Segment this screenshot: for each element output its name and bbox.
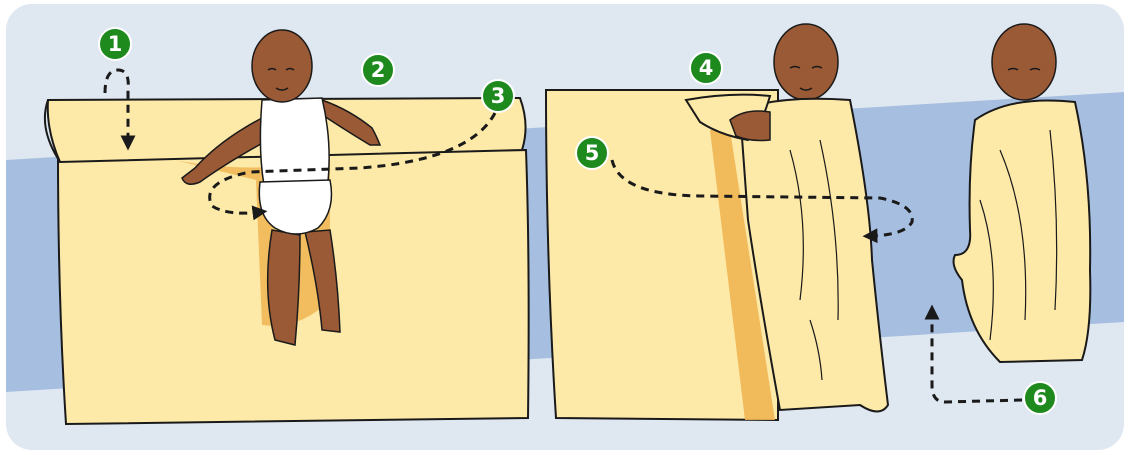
- step-badge-5: 5: [576, 137, 608, 169]
- step-badge-4: 4: [690, 52, 722, 84]
- baby-head-3: [992, 24, 1056, 100]
- step-badge-3: 3: [482, 80, 514, 112]
- step-label-2: 2: [371, 58, 386, 82]
- step-badge-6: 6: [1024, 382, 1056, 414]
- baby-head-1: [252, 30, 312, 102]
- step-label-1: 1: [108, 32, 123, 56]
- step-label-6: 6: [1033, 386, 1048, 410]
- step-badge-1: 1: [99, 28, 131, 60]
- step-badge-2: 2: [362, 54, 394, 86]
- step-label-5: 5: [585, 141, 600, 165]
- step-label-3: 3: [491, 84, 506, 108]
- baby-head-2: [774, 24, 838, 100]
- step-label-4: 4: [699, 56, 714, 80]
